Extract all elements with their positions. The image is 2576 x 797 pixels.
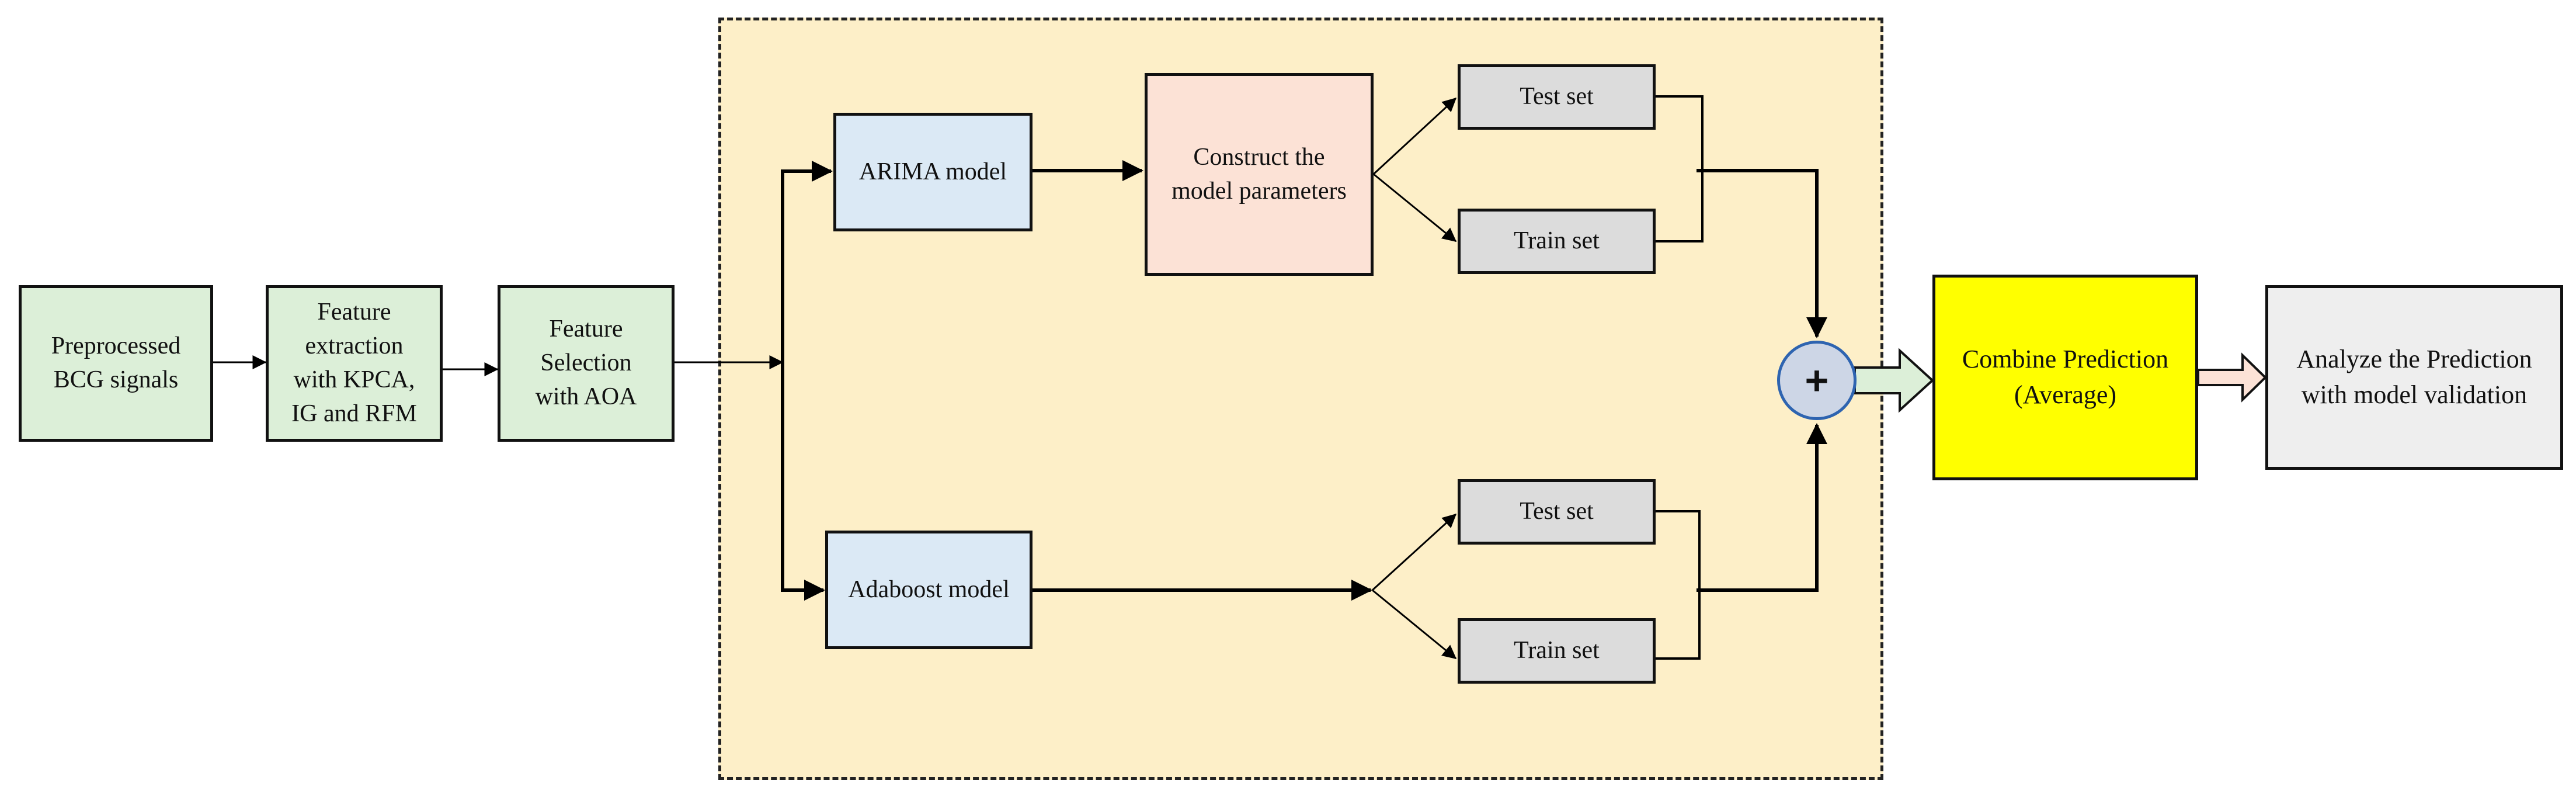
feature-selection-box: Feature Selection with AOA xyxy=(498,285,675,442)
adaboost-model-box: Adaboost model xyxy=(825,531,1033,649)
construct-model-parameters-box: Construct the model parameters xyxy=(1145,73,1374,276)
block-arrow-combine-to-analyze xyxy=(2197,352,2267,403)
arrow-top-to-sum xyxy=(1697,169,1827,338)
block-arrow-sum-to-combine xyxy=(1854,348,1934,413)
feature-extraction-box: Feature extraction with KPCA, IG and RFM xyxy=(266,285,443,442)
arima-model-box: ARIMA model xyxy=(833,113,1033,231)
merge-bracket-bottom xyxy=(1656,510,1701,660)
test-set-bottom-box: Test set xyxy=(1458,479,1656,545)
arrow-bottom-to-sum xyxy=(1697,423,1827,592)
combine-prediction-box: Combine Prediction (Average) xyxy=(1932,275,2198,480)
arrow-construct-to-test-top xyxy=(1372,97,1457,175)
preprocessed-bcg-signals-box: Preprocessed BCG signals xyxy=(19,285,213,442)
arrow-split-to-train-bottom xyxy=(1372,589,1457,660)
sum-node: + xyxy=(1777,341,1857,420)
test-set-top-box: Test set xyxy=(1458,64,1656,130)
train-set-top-box: Train set xyxy=(1458,209,1656,274)
merge-bracket-top xyxy=(1656,95,1704,242)
arrow-construct-to-train-top xyxy=(1373,173,1457,242)
analyze-prediction-box: Analyze the Prediction with model valida… xyxy=(2265,285,2563,470)
arrow-split-to-test-bottom xyxy=(1371,513,1457,591)
train-set-bottom-box: Train set xyxy=(1458,618,1656,684)
